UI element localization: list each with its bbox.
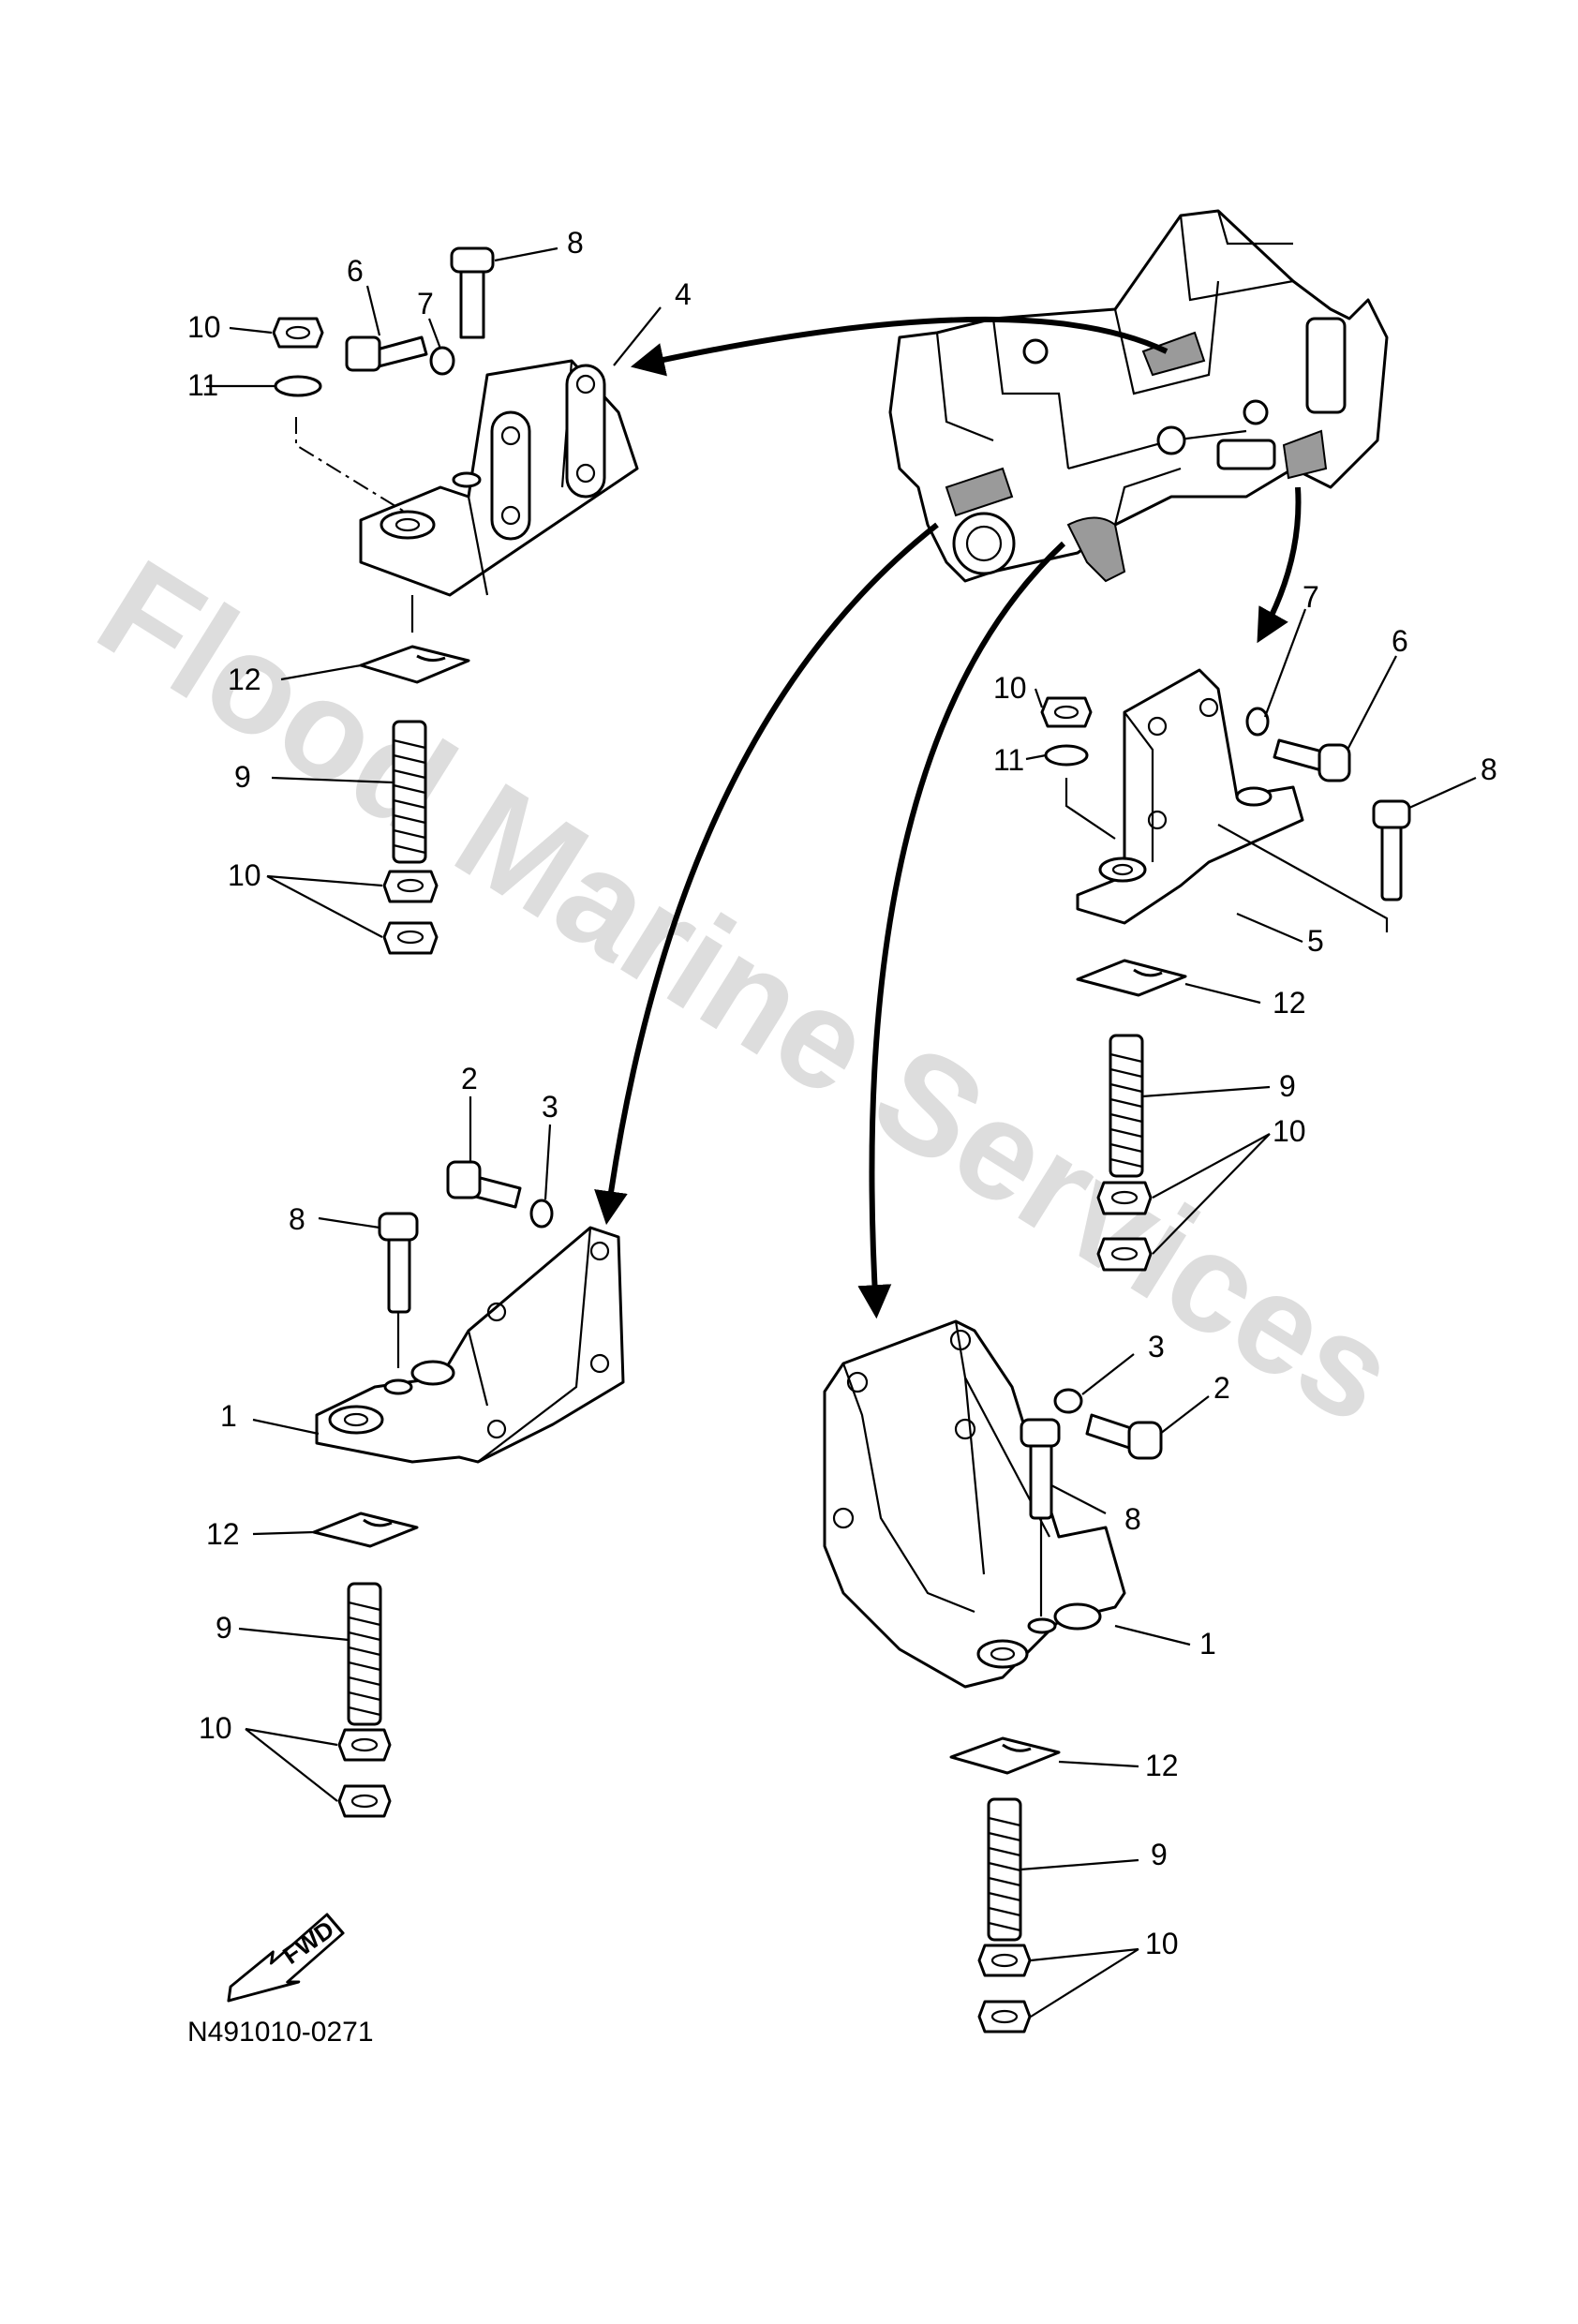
mount-pad-rear-left — [1141, 331, 1206, 377]
bolt-8-right — [1372, 799, 1411, 901]
mount-bracket-5 — [1076, 668, 1304, 925]
callout-8: 8 — [1124, 1502, 1141, 1536]
callout-9: 9 — [216, 1611, 232, 1645]
callout-7: 7 — [1303, 580, 1319, 614]
callout-10: 10 — [1145, 1927, 1179, 1960]
stud-9-left — [347, 1582, 382, 1726]
callout-9: 9 — [1279, 1069, 1296, 1103]
callout-10: 10 — [187, 310, 221, 344]
arrow-to-mount-1-left — [594, 522, 939, 1226]
shim-12-left — [312, 1512, 419, 1548]
callout-2: 2 — [1213, 1371, 1230, 1405]
nut-10-right-lower — [1096, 1237, 1153, 1272]
bolt-8-right-lower — [1020, 1418, 1061, 1520]
lock-washer-11-top-left — [274, 375, 322, 397]
callout-3: 3 — [1148, 1330, 1165, 1363]
mount-pad-front-left — [945, 467, 1014, 517]
callout-12: 12 — [206, 1517, 240, 1551]
callout-4: 4 — [675, 277, 692, 311]
arrow-to-mount-4 — [630, 316, 1169, 377]
watermark: Flood Marine Services — [73, 529, 1422, 1453]
callout-10: 10 — [1273, 1114, 1306, 1148]
stud-9-top-left — [392, 720, 427, 864]
bolt-6-top-left — [345, 335, 428, 372]
leader-lines — [206, 246, 1477, 2018]
callout-7: 7 — [417, 287, 434, 320]
shim-12-right — [1076, 959, 1187, 997]
arrow-to-mount-1-right — [857, 541, 1066, 1319]
shim-12-top-left — [359, 645, 470, 684]
engine-illustration — [888, 209, 1389, 583]
callout-1: 1 — [1199, 1627, 1216, 1661]
mount-bracket-1-left — [315, 1226, 625, 1464]
callout-8: 8 — [1481, 752, 1497, 786]
callout-12: 12 — [1273, 986, 1306, 1020]
nut-10-left-lower — [337, 1784, 392, 1818]
bolt-2-left — [446, 1160, 522, 1209]
nut-10-right-top — [1040, 696, 1093, 728]
callout-12: 12 — [1145, 1749, 1179, 1782]
callout-10: 10 — [228, 858, 261, 892]
nut-10-top-left-lower — [382, 921, 439, 955]
callout-3: 3 — [542, 1090, 558, 1124]
callout-11: 11 — [993, 743, 1024, 777]
callout-10: 10 — [993, 671, 1027, 705]
arrow-to-mount-5 — [1257, 486, 1302, 644]
mount-bracket-4 — [359, 359, 639, 597]
mount-bracket-1-right — [823, 1319, 1126, 1689]
washer-3-right — [1053, 1388, 1083, 1414]
callout-12: 12 — [228, 663, 261, 696]
callout-2: 2 — [461, 1062, 478, 1095]
drawing-code: N491010-0271 — [187, 2017, 374, 2048]
nut-10-right-lower-lower — [977, 2000, 1032, 2034]
callout-9: 9 — [234, 760, 251, 794]
mount-pad-rear-right — [1282, 429, 1328, 480]
callout-1: 1 — [220, 1399, 237, 1433]
bolt-6-right — [1273, 738, 1351, 782]
mount-pad-front-right — [1066, 516, 1126, 583]
bolt-2-right — [1085, 1413, 1163, 1460]
nut-10-right-lower-upper — [977, 1944, 1032, 1977]
nut-10-right-upper — [1096, 1181, 1153, 1215]
washer-7-top-left — [429, 346, 455, 376]
callout-11: 11 — [187, 368, 218, 402]
shim-12-right-lower — [949, 1736, 1061, 1775]
callout-6: 6 — [347, 254, 364, 288]
callout-6: 6 — [1392, 624, 1408, 658]
lock-washer-11-right — [1044, 744, 1089, 767]
stud-9-right-lower — [987, 1797, 1022, 1942]
fwd-arrow-icon: FWD — [227, 1913, 345, 2003]
bolt-8-top-left — [450, 246, 495, 339]
washer-3-left — [529, 1199, 554, 1229]
bolt-8-left — [378, 1212, 419, 1314]
stud-9-right — [1109, 1034, 1144, 1178]
callout-8: 8 — [289, 1202, 305, 1236]
callout-5: 5 — [1307, 924, 1324, 958]
callout-9: 9 — [1151, 1838, 1168, 1871]
nut-10-left-upper — [337, 1728, 392, 1762]
nut-10-top-left-upper — [382, 870, 439, 903]
washer-7-right — [1245, 707, 1270, 737]
nut-10-top-left — [272, 317, 324, 349]
callout-8: 8 — [567, 226, 584, 260]
callout-10: 10 — [199, 1711, 232, 1745]
callout-labels: 8 6 7 4 10 11 12 9 10 10 11 7 6 8 5 12 9… — [187, 226, 1497, 1960]
